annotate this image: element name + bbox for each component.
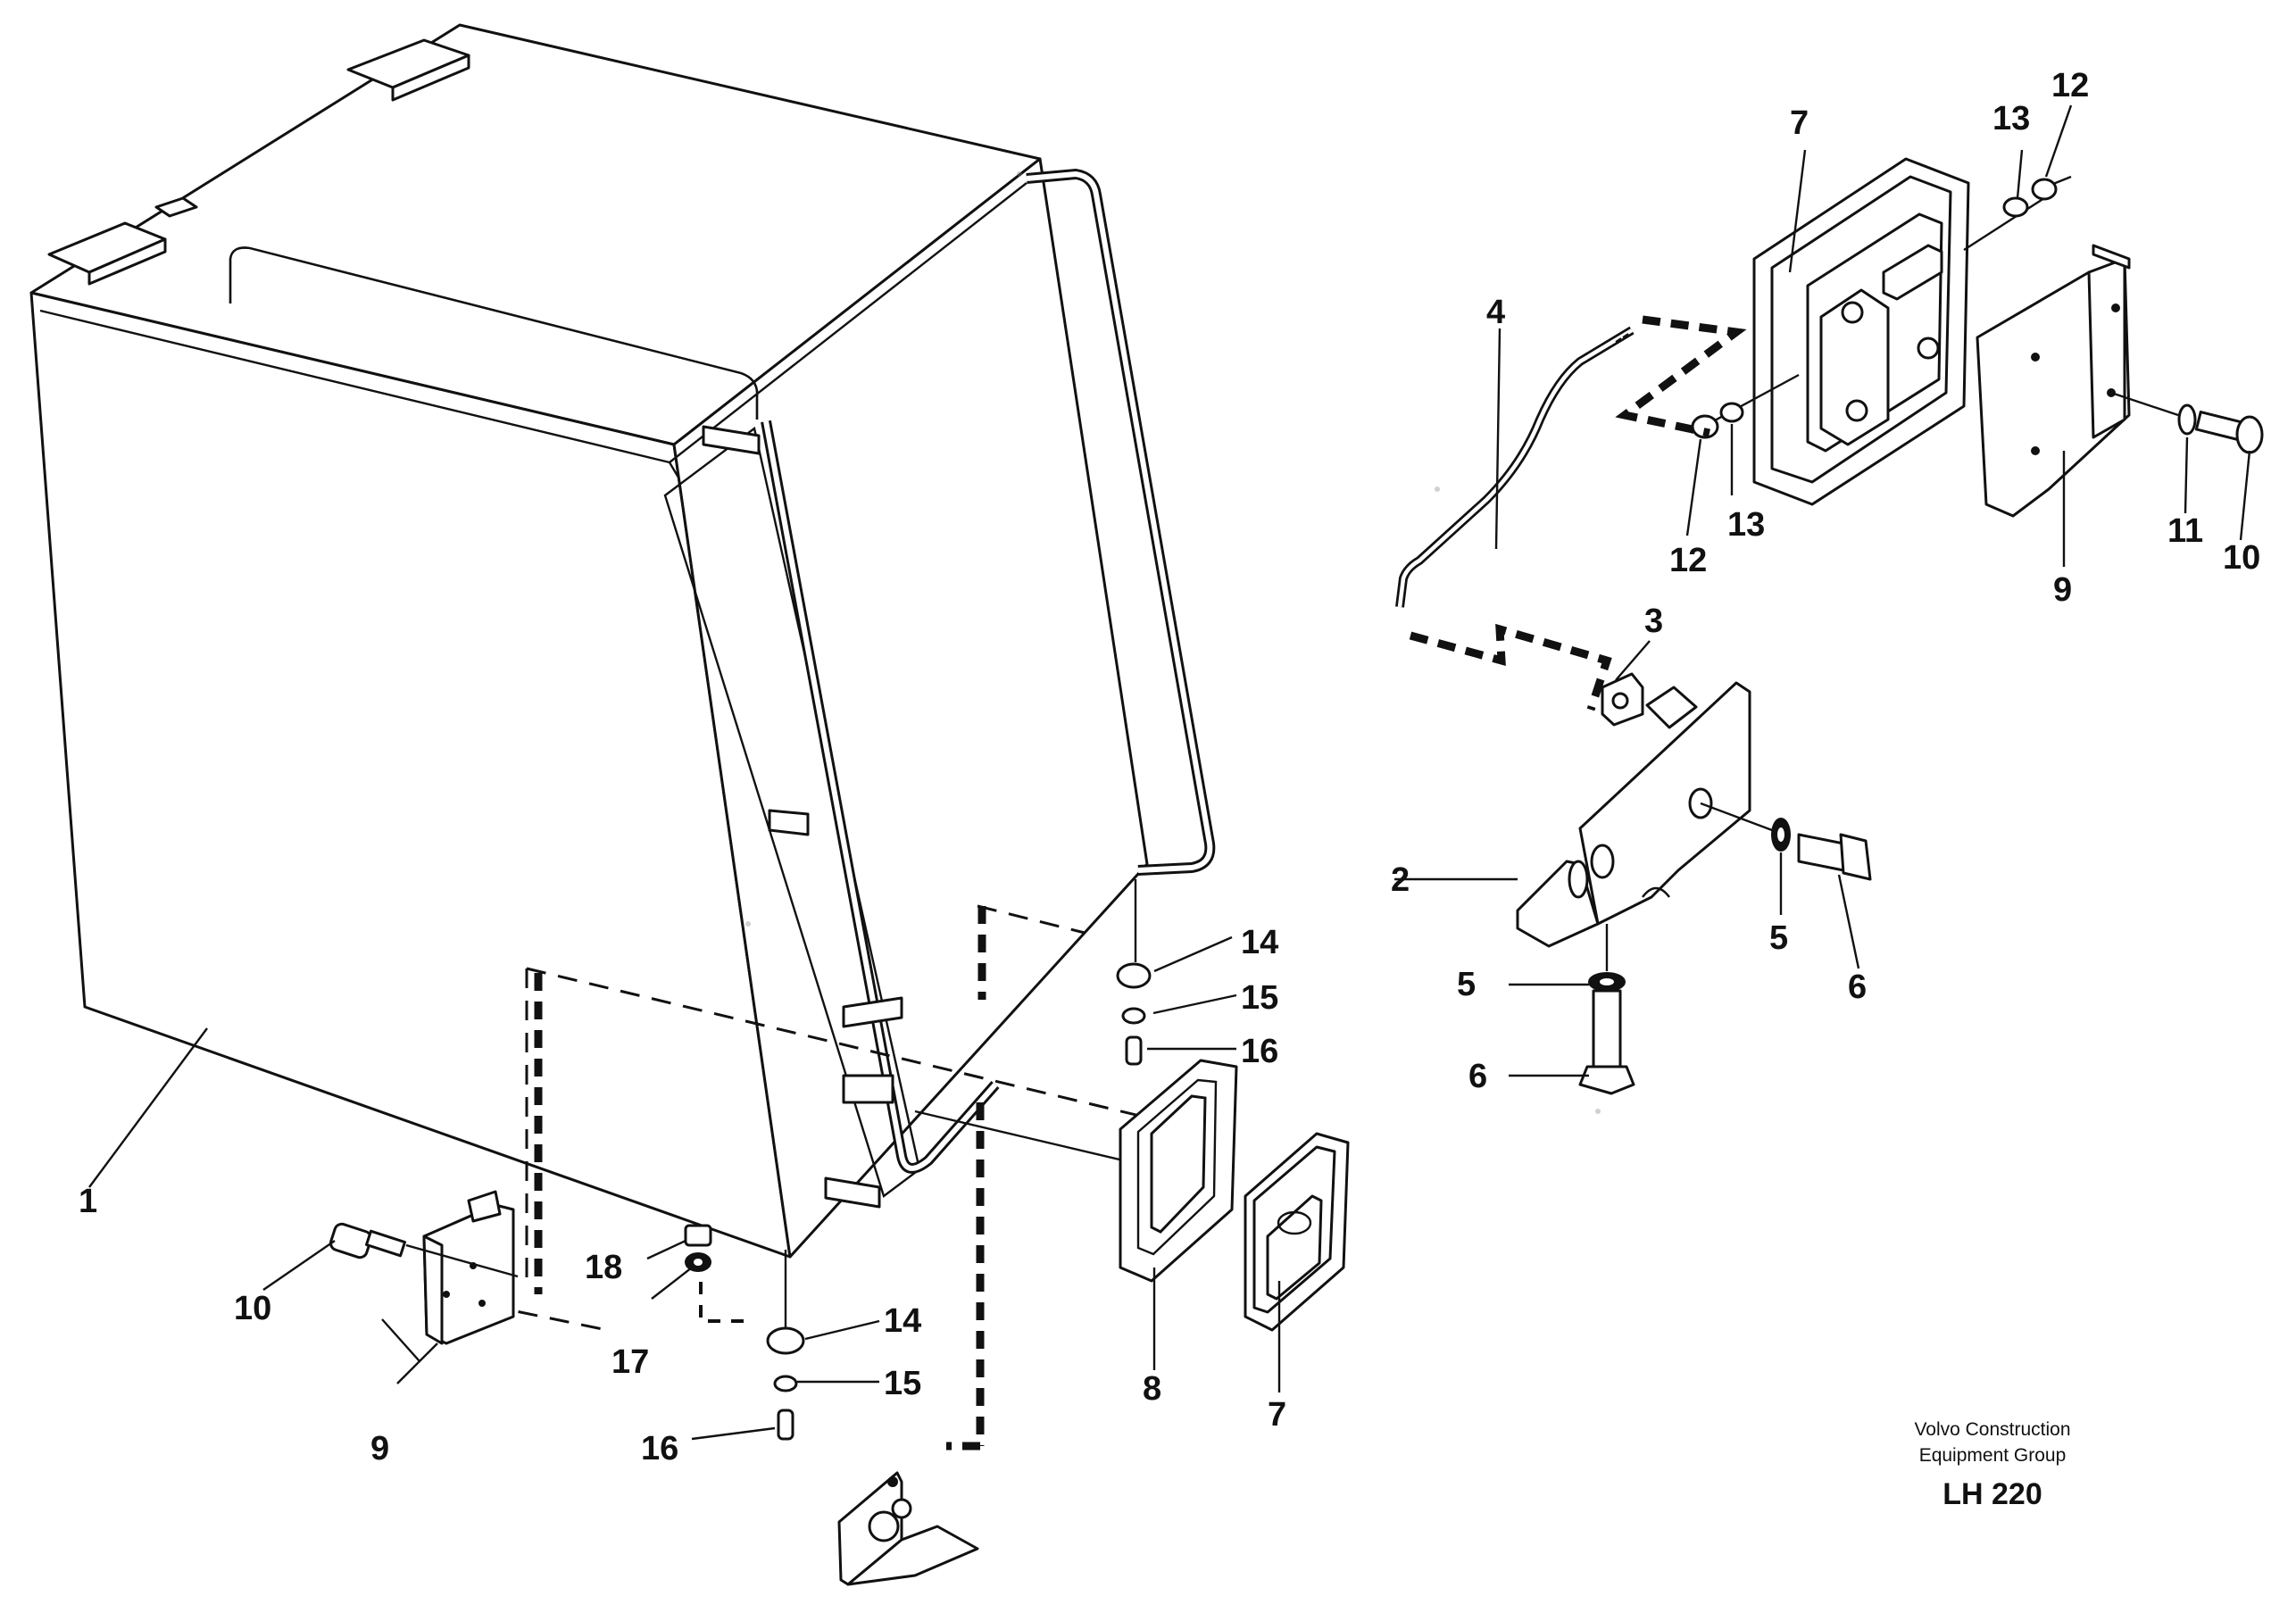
callout-1: 1 [79, 1183, 97, 1220]
top-hinge-right [346, 38, 470, 102]
callout-9a: 9 [2053, 571, 2072, 609]
callout-17: 17 [611, 1343, 649, 1381]
part-12-nut-top [2031, 178, 2058, 201]
callout-6b: 6 [1848, 968, 1867, 1006]
callout-11: 11 [2167, 512, 2203, 550]
callout-15a: 15 [1241, 979, 1278, 1017]
part-10-right-screw [2194, 411, 2264, 454]
callout-14b: 14 [884, 1302, 921, 1340]
callout-13b: 13 [1727, 506, 1765, 544]
part-15-washer-top [1121, 1007, 1146, 1025]
part-16-screw-bottom [777, 1409, 794, 1441]
latch-bracket [837, 1471, 979, 1586]
assembly-line [526, 967, 1215, 1135]
part-7-lock-bottom [1244, 1132, 1350, 1332]
part-7-lock-top [1752, 157, 1970, 506]
callout-2: 2 [1391, 861, 1410, 899]
part-3-clip [1601, 672, 1698, 729]
caption-line-2: Equipment Group [1919, 1445, 2067, 1466]
callout-10a: 10 [2223, 539, 2260, 577]
part-16-screw-top [1125, 1035, 1143, 1066]
leader-lines [88, 104, 2251, 1441]
part-9-left-plate [405, 1190, 519, 1345]
callout-5a: 5 [1457, 966, 1476, 1003]
part-14-bush-top [1116, 962, 1152, 989]
part-6-bolt-right [1797, 833, 1872, 881]
caption-line-1: Volvo Construction [1914, 1419, 2070, 1440]
tool-box-body [29, 23, 1216, 1259]
caption-code: LH 220 [1942, 1477, 2042, 1511]
callout-18: 18 [585, 1249, 622, 1286]
top-hinge-left [47, 196, 198, 286]
callout-12a: 12 [2051, 67, 2089, 104]
part-8-gasket [1119, 1059, 1238, 1283]
part-4-rod [1395, 326, 1635, 608]
callout-9b: 9 [370, 1430, 389, 1467]
callout-15b: 15 [884, 1365, 921, 1402]
part-2-bracket [1516, 681, 1751, 948]
part-10-left-screw [329, 1222, 406, 1259]
callout-3: 3 [1644, 603, 1663, 640]
callout-8: 8 [1143, 1370, 1161, 1408]
part-11-washer [2177, 403, 2197, 436]
callout-14a: 14 [1241, 924, 1278, 961]
part-18-nut [684, 1224, 712, 1247]
callout-7b: 7 [1268, 1396, 1286, 1434]
part-13-washer-top [2002, 196, 2029, 218]
callout-labels: 1 2 3 4 5 5 6 6 7 7 8 9 9 10 10 11 12 12… [79, 67, 2260, 1467]
caption-block: Volvo Construction Equipment Group LH 22… [1914, 1419, 2070, 1511]
callout-12b: 12 [1669, 542, 1707, 579]
callout-10b: 10 [234, 1290, 271, 1327]
part-9-right-plate [1976, 244, 2131, 518]
part-13-washer-bottom [1719, 402, 1744, 423]
part-6-bolt-lower [1578, 989, 1635, 1095]
callout-5b: 5 [1769, 919, 1788, 957]
callout-4: 4 [1486, 294, 1505, 331]
box-right-face [672, 157, 1149, 1259]
callout-7a: 7 [1790, 104, 1809, 142]
callout-6a: 6 [1468, 1058, 1487, 1095]
callout-16a: 16 [1241, 1033, 1278, 1070]
callout-16b: 16 [641, 1430, 678, 1467]
part-15-washer-bottom [773, 1375, 798, 1392]
part-14-bush-bottom [766, 1326, 805, 1355]
leader-9-left-inner [381, 1318, 420, 1362]
callout-13a: 13 [1992, 100, 2030, 137]
